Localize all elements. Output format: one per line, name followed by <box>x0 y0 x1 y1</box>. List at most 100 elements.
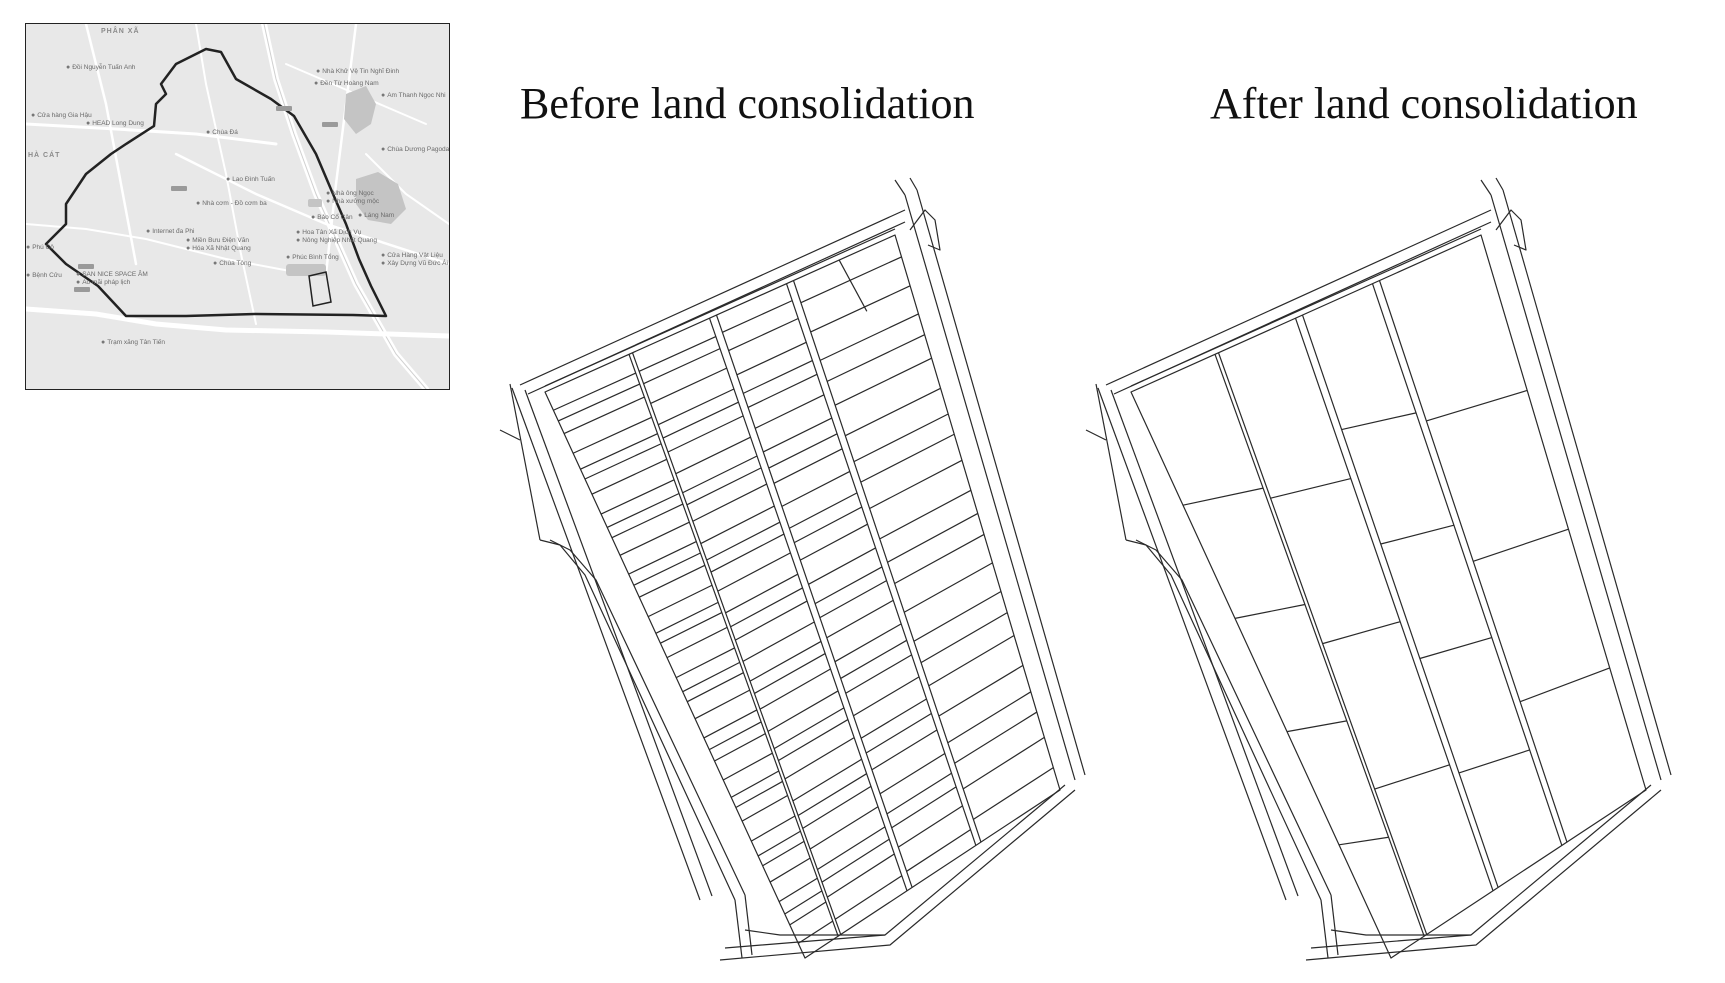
place-name: Internet đa Phi <box>152 228 195 235</box>
place-name: Phúc Bình Tổng <box>292 254 339 261</box>
road-line <box>1135 539 1332 896</box>
parcel-divider <box>773 448 843 484</box>
place-name: SAN NICE SPACE ÂM <box>82 271 148 278</box>
place-pin-icon: ● <box>226 176 233 183</box>
parcel-divider <box>686 672 744 703</box>
road-line <box>916 189 1086 776</box>
place-name: Chùa Tông <box>219 260 252 267</box>
parcel-divider <box>708 721 762 751</box>
parcel-divider <box>611 503 684 539</box>
parcel-divider <box>730 587 803 628</box>
place-label: ● Phúc Bình Tổng <box>286 254 339 262</box>
parcel-divider <box>894 533 985 585</box>
area-label-ha-cat: HÀ CÁT <box>28 152 61 159</box>
place-name: HEAD Long Dung <box>92 120 144 127</box>
after-parcel-lines <box>1085 177 1672 961</box>
parcel-divider <box>650 367 727 404</box>
place-label: ● Bệnh Cửu <box>26 272 62 280</box>
parcel-divider <box>638 335 717 372</box>
parcel-divider <box>553 372 636 411</box>
place-label: ● HEAD Long Dung <box>86 120 144 128</box>
parcel-divider <box>819 580 887 619</box>
parcel-divider <box>735 600 808 641</box>
place-pin-icon: ● <box>26 272 33 279</box>
parcel-divider <box>800 256 902 304</box>
parcel-divider <box>762 840 805 867</box>
parcel-divider <box>754 394 825 429</box>
canal-line <box>628 354 839 937</box>
road-line <box>1330 894 1339 956</box>
parcel-divider <box>891 786 957 829</box>
road-line <box>1113 221 1492 395</box>
road-line <box>511 387 701 901</box>
place-label: ● Nông Nghiệp Nhất Quang <box>296 237 377 245</box>
parcel-divider <box>860 433 955 483</box>
canal-line <box>1371 283 1563 846</box>
parcel-divider <box>799 523 868 561</box>
parcel-divider <box>1380 524 1455 545</box>
parcel-divider <box>686 467 762 506</box>
parcel-divider <box>714 733 766 762</box>
place-pin-icon: ● <box>311 214 318 221</box>
parcel-divider <box>802 785 872 829</box>
road-line <box>1125 539 1322 901</box>
place-label: ● Cửa Hàng Vật Liệu <box>381 252 443 260</box>
study-area-outline <box>308 271 332 307</box>
canal-line <box>1214 354 1425 937</box>
road-line <box>734 899 743 959</box>
place-name: Nhà xưởng mộc <box>332 198 380 205</box>
parcel-divider <box>810 285 911 333</box>
parcel-divider <box>692 483 767 522</box>
road-line <box>724 784 1066 949</box>
parcel-divider <box>1341 412 1417 431</box>
parcel-divider <box>898 805 963 848</box>
parcel-divider <box>563 396 645 435</box>
place-pin-icon: ● <box>206 129 213 136</box>
place-name: Nhà cơm - Đồ cơm ba <box>202 200 267 207</box>
parcel-divider <box>1419 637 1492 660</box>
parcel-divider <box>1182 487 1264 506</box>
place-label: ● Chùa Dương Pagoda <box>381 146 449 154</box>
inset-map-graphics <box>26 24 449 389</box>
place-pin-icon: ● <box>26 244 33 251</box>
parcel-divider <box>710 533 785 573</box>
field-block-outline <box>544 234 1061 959</box>
place-pin-icon: ● <box>326 190 333 197</box>
place-pin-icon: ● <box>296 237 303 244</box>
parcel-divider <box>694 689 750 720</box>
parcel-divider <box>655 601 719 634</box>
place-name: Hoa Tân Xã Dịch Vụ <box>302 229 362 236</box>
parcel-divider <box>741 794 788 822</box>
place-label: ● Đồi Nguyễn Tuấn Anh <box>66 64 135 72</box>
parcel-divider <box>619 521 690 556</box>
parcel-divider <box>879 752 946 795</box>
parcel-divider <box>682 455 758 494</box>
place-name: Bảo Cổ Cân <box>317 214 353 221</box>
parcel-divider <box>778 877 818 903</box>
parcel-divider <box>1270 477 1351 499</box>
place-pin-icon: ● <box>314 80 321 87</box>
road-line <box>509 383 541 541</box>
parcel-divider <box>1286 720 1347 733</box>
road-line <box>539 539 736 901</box>
parcel-divider <box>886 772 952 815</box>
place-pin-icon: ● <box>76 279 83 286</box>
location-inset-map: ● Đồi Nguyễn Tuấn Anh● Nhà Khử Vệ Tin Ng… <box>25 23 450 390</box>
canal-line <box>1294 318 1494 891</box>
parcel-divider <box>682 661 741 693</box>
place-pin-icon: ● <box>196 200 203 207</box>
place-name: Phú Cô <box>32 244 54 251</box>
place-pin-icon: ● <box>66 64 73 71</box>
parcel-divider <box>754 653 826 694</box>
parcel-divider <box>871 729 938 771</box>
place-name: Nông Nghiệp Nhất Quang <box>302 237 377 244</box>
place-pin-icon: ● <box>358 212 365 219</box>
road-line <box>524 389 713 897</box>
place-label: ● Xây Dựng Vũ Đức Ái <box>381 260 448 268</box>
parcel-divider <box>700 505 775 545</box>
place-label: ● Nhà cơm - Đồ cơm ba <box>196 200 267 208</box>
parcel-divider <box>1473 528 1569 562</box>
parcel-divider <box>717 552 791 592</box>
parcel-divider <box>633 552 701 586</box>
road-line <box>519 209 906 386</box>
